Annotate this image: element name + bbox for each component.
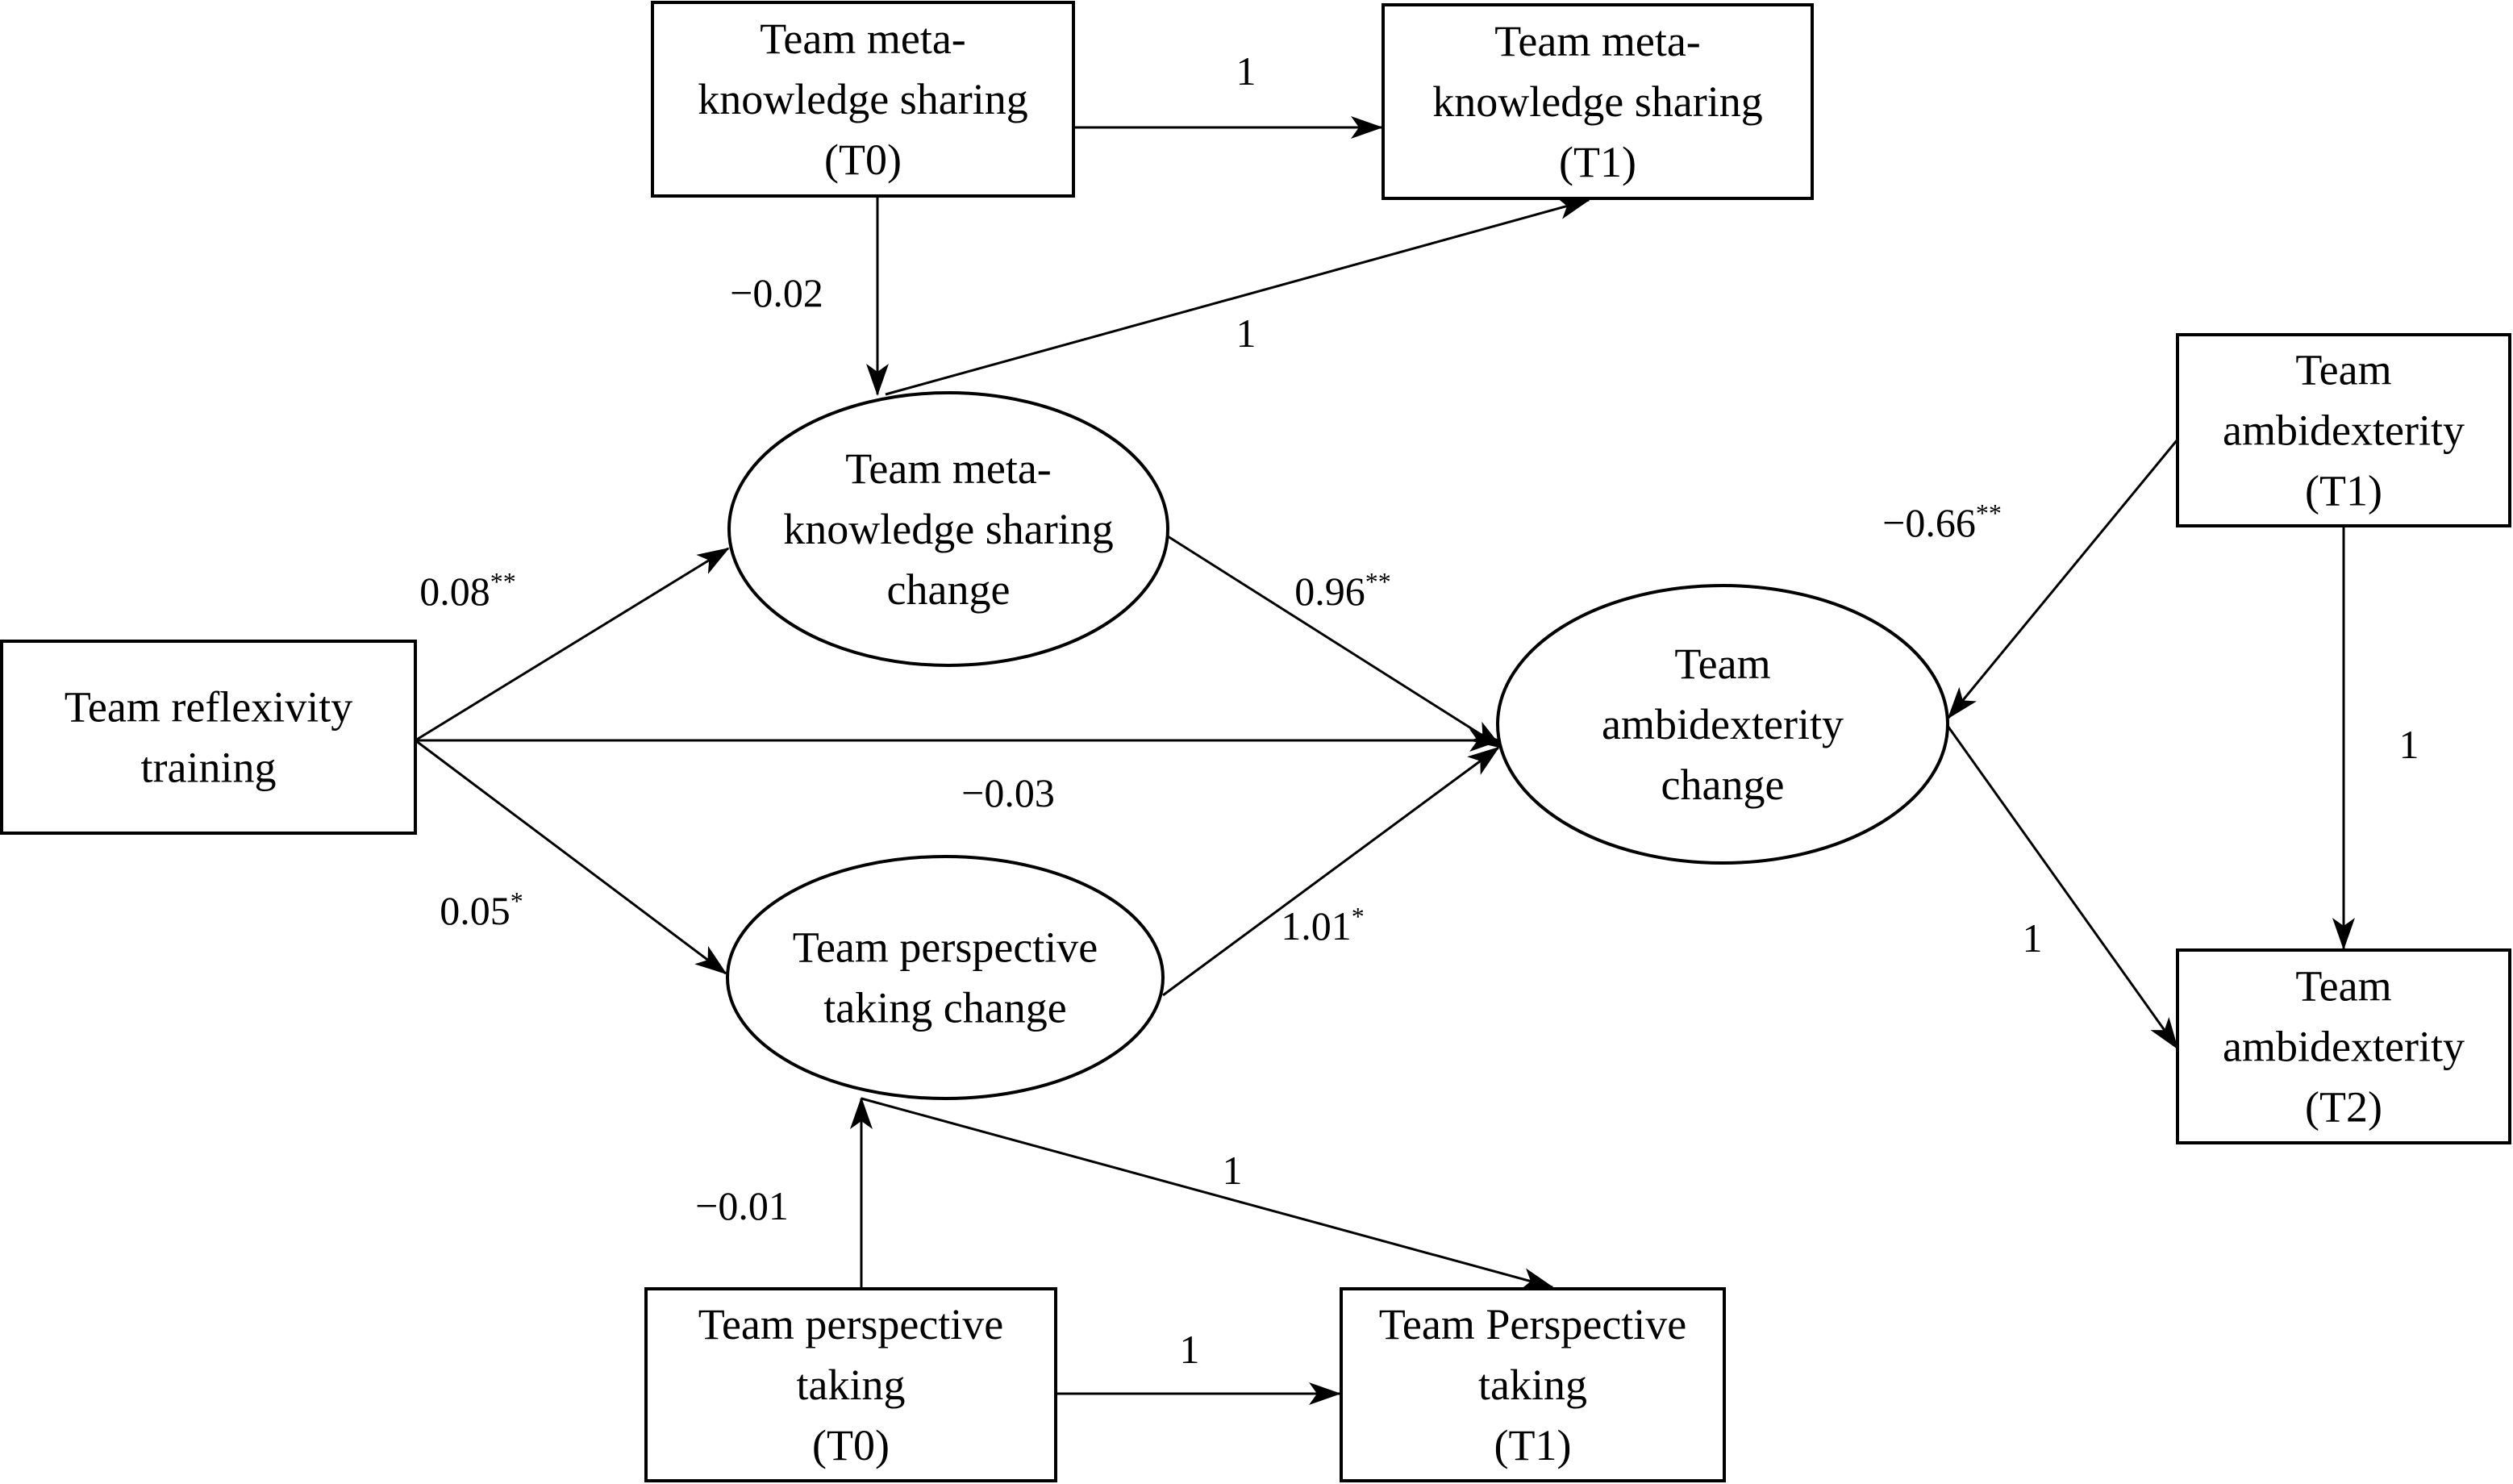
significance-stars: ** (1976, 498, 2002, 527)
significance-stars: ** (490, 567, 516, 596)
significance-stars: ** (1365, 567, 1391, 596)
node-label-line: training (141, 744, 277, 792)
node-label-line: (T1) (1559, 138, 1636, 186)
node-label-line: Team (1674, 640, 1770, 688)
significance-stars: * (1352, 902, 1365, 931)
path-coefficient-amb_change-amb_t2: 1 (2023, 915, 2043, 961)
path-arrow-pt_change-pt_t1 (861, 1097, 1554, 1290)
node-label-line: taking change (823, 984, 1066, 1032)
node-pt-t1: Team Perspective taking (T1) (1340, 1287, 1726, 1482)
path-arrow-amb_t1-amb_change (1947, 439, 2179, 719)
node-label-line: Team meta- (845, 444, 1052, 493)
observed-variable-box (644, 1287, 1057, 1482)
node-label-line: (T1) (1494, 1421, 1572, 1469)
path-coefficient-mks_t0-mks_t1: 1 (1236, 48, 1256, 94)
path-coefficient-mks_t0-mks_change: −0.02 (730, 270, 823, 315)
path-arrow-reflexivity-mks_change (415, 547, 730, 742)
node-label-line: (T2) (2305, 1083, 2382, 1132)
node-mks-t0: Team meta-knowledge sharing (T0) (651, 1, 1075, 198)
observed-variable-box (651, 1, 1075, 198)
node-label-line: ambidexterity (1602, 700, 1844, 748)
path-coefficient-mks_change-amb_change: 0.96** (1294, 567, 1391, 614)
node-label-line: change (887, 565, 1011, 614)
path-arrow-mks_change-amb_change (1167, 535, 1503, 749)
node-label-line: (T1) (2305, 467, 2382, 515)
node-amb-t1: Team ambidexterity (T1) (2176, 333, 2511, 527)
path-coefficient-pt_t0-pt_t1: 1 (1180, 1327, 1200, 1372)
node-label-line: Team perspective (793, 923, 1098, 972)
path-coefficient-pt_t0-pt_change: −0.01 (695, 1183, 789, 1228)
node-reflexivity: Team reflexivity training (0, 640, 417, 835)
node-label-line: taking (1478, 1361, 1587, 1409)
latent-change-ellipse (1496, 584, 1949, 865)
node-label-line: knowledge sharing (783, 505, 1113, 553)
node-label-line: taking (797, 1361, 906, 1409)
node-label-line: (T0) (824, 135, 902, 184)
node-pt-change: Team perspective taking change (726, 855, 1165, 1100)
latent-change-ellipse (726, 855, 1165, 1100)
node-label-line: Team meta- (1494, 17, 1701, 65)
path-coefficient-pt_change-pt_t1: 1 (1223, 1148, 1243, 1193)
edges-layer (415, 116, 2355, 1405)
path-coefficient-reflexivity-amb_change: −0.03 (961, 770, 1055, 815)
path-arrow-mks_change-mks_t1 (885, 197, 1590, 396)
node-label-line: Team perspective (698, 1300, 1004, 1349)
observed-variable-box (1382, 3, 1814, 200)
observed-variable-box (1340, 1287, 1726, 1482)
node-label-line: ambidexterity (2223, 1023, 2465, 1071)
path-arrow-pt_change-amb_change (1162, 746, 1500, 997)
path-coefficient-amb_t1-amb_t2: 1 (2399, 722, 2419, 767)
node-amb-t2: Team ambidexterity (T2) (2176, 948, 2511, 1144)
node-pt-t0: Team perspective taking (T0) (644, 1287, 1057, 1482)
node-label-line: (T0) (812, 1421, 890, 1469)
node-label-line: change (1661, 761, 1785, 809)
observed-variable-box (2176, 333, 2511, 527)
path-arrow-amb_change-amb_t2 (1946, 725, 2179, 1050)
path-arrow-reflexivity-pt_change (415, 739, 727, 975)
significance-stars: * (511, 886, 523, 915)
observed-variable-box (2176, 948, 2511, 1144)
coefficient-labels-layer: 1 −0.02 1 0.08** −0.03 0.05* 0.96** 1.01* −0.66*… (419, 48, 2419, 1372)
node-label-line: Team (2295, 346, 2391, 394)
node-label-line: knowledge sharing (1432, 77, 1762, 126)
path-coefficient-reflexivity-mks_change: 0.08** (419, 567, 516, 614)
node-label-line: Team reflexivity (65, 683, 353, 732)
node-label-line: knowledge sharing (698, 75, 1027, 123)
path-coefficient-amb_t1-amb_change: −0.66** (1882, 498, 2002, 545)
path-coefficient-reflexivity-pt_change: 0.05* (440, 886, 523, 933)
path-coefficient-pt_change-amb_change: 1.01* (1281, 902, 1365, 948)
node-label-line: Team meta- (760, 15, 966, 63)
observed-variable-box (0, 640, 417, 835)
node-amb-change: Team ambidexterity change (1496, 584, 1949, 865)
node-label-line: Team Perspective (1379, 1300, 1687, 1349)
node-mks-change: Team meta-knowledge sharing change (727, 391, 1169, 667)
latent-change-ellipse (727, 391, 1169, 667)
path-coefficient-mks_change-mks_t1: 1 (1236, 311, 1256, 356)
node-label-line: Team (2295, 962, 2391, 1011)
node-mks-t1: Team meta-knowledge sharing (T1) (1382, 3, 1814, 200)
node-label-line: ambidexterity (2223, 406, 2465, 455)
